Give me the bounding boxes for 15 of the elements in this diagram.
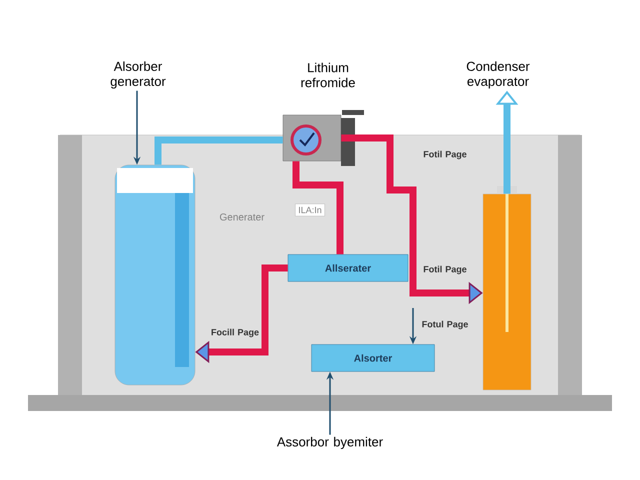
text-label: Lithium refromide — [301, 62, 355, 88]
callout-label: Condenser evaporator — [466, 61, 530, 89]
tag-box: ILA:In — [295, 204, 325, 216]
callout-label: Assorbor byemiter — [276, 436, 383, 450]
callout-label: Alsorber generator — [110, 61, 166, 89]
text-label: Fotil Page — [424, 150, 466, 160]
text-label: Fotul Page — [422, 320, 468, 330]
component-box: Allserater — [288, 254, 408, 282]
tank-drawing — [114, 164, 196, 386]
column-drawing — [482, 186, 532, 390]
text-label: Generater — [220, 213, 264, 221]
text-label: Fotil Page — [424, 266, 466, 274]
text-label: Focill Page — [212, 328, 259, 338]
component-box: Alsorter — [311, 344, 435, 372]
pump-drawing — [282, 110, 364, 166]
